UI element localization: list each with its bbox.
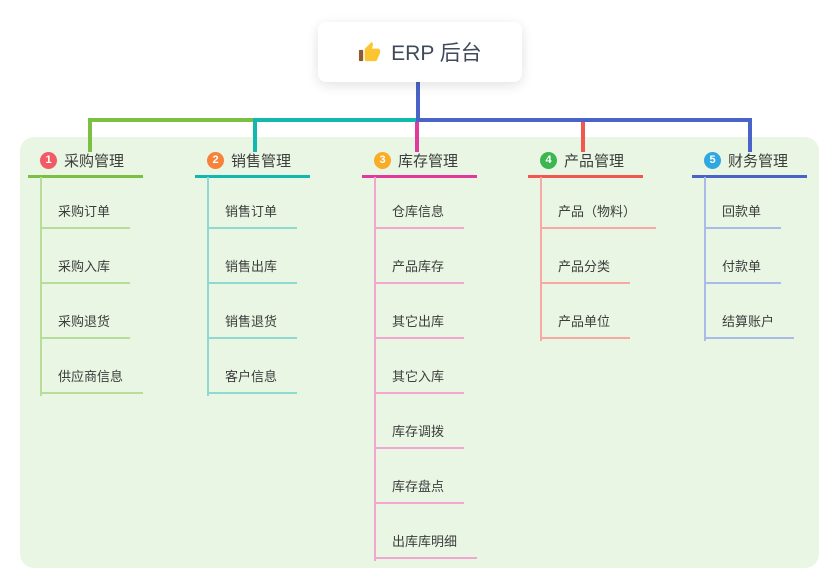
- branch-label: 采购管理: [64, 152, 125, 170]
- child-node[interactable]: 采购退货: [40, 313, 131, 339]
- branch-label: 销售管理: [231, 152, 292, 170]
- branch-label: 库存管理: [398, 152, 459, 170]
- branch-badge: 1: [40, 151, 57, 169]
- child-node[interactable]: 客户信息: [207, 368, 298, 394]
- child-node[interactable]: 销售出库: [207, 258, 298, 284]
- child-node[interactable]: 销售退货: [207, 313, 298, 339]
- branch-child-rail: [207, 177, 209, 396]
- connector-root-stem: [416, 82, 420, 118]
- branch-node-4[interactable]: 4 产品管理: [528, 150, 643, 178]
- connector-horizontal-teal: [253, 118, 420, 122]
- connector-drop-4: [581, 118, 585, 152]
- branches-panel: [20, 137, 819, 568]
- branch-child-rail: [704, 177, 706, 341]
- child-node[interactable]: 其它出库: [374, 313, 465, 339]
- child-node[interactable]: 库存调拨: [374, 423, 465, 449]
- connector-drop-1: [88, 118, 92, 152]
- child-node[interactable]: 供应商信息: [40, 368, 144, 394]
- child-node[interactable]: 采购入库: [40, 258, 131, 284]
- child-node[interactable]: 产品库存: [374, 258, 465, 284]
- child-node[interactable]: 付款单: [704, 258, 782, 284]
- child-node[interactable]: 销售订单: [207, 203, 298, 229]
- connector-drop-5: [748, 118, 752, 152]
- child-node[interactable]: 回款单: [704, 203, 782, 229]
- child-node[interactable]: 仓库信息: [374, 203, 465, 229]
- branch-node-3[interactable]: 3 库存管理: [362, 150, 477, 178]
- connector-horizontal-blue: [416, 118, 752, 122]
- connector-drop-3: [415, 118, 419, 152]
- child-node[interactable]: 其它入库: [374, 368, 465, 394]
- branch-child-rail: [374, 177, 376, 561]
- branch-badge: 3: [374, 151, 391, 169]
- branch-node-2[interactable]: 2 销售管理: [195, 150, 310, 178]
- branch-label: 财务管理: [728, 152, 789, 170]
- branch-child-rail: [540, 177, 542, 341]
- branch-badge: 5: [704, 151, 721, 169]
- child-node[interactable]: 出库库明细: [374, 533, 478, 559]
- thumbs-up-icon: [358, 41, 381, 64]
- root-label: ERP 后台: [391, 42, 482, 65]
- child-node[interactable]: 库存盘点: [374, 478, 465, 504]
- branch-node-5[interactable]: 5 财务管理: [692, 150, 807, 178]
- child-node[interactable]: 产品（物料）: [540, 203, 657, 229]
- connector-drop-2: [253, 118, 257, 152]
- branch-label: 产品管理: [564, 152, 625, 170]
- branch-badge: 4: [540, 151, 557, 169]
- branch-node-1[interactable]: 1 采购管理: [28, 150, 143, 178]
- branch-child-rail: [40, 177, 42, 396]
- child-node[interactable]: 产品单位: [540, 313, 631, 339]
- child-node[interactable]: 产品分类: [540, 258, 631, 284]
- branch-badge: 2: [207, 151, 224, 169]
- child-node[interactable]: 采购订单: [40, 203, 131, 229]
- root-node[interactable]: ERP 后台: [318, 22, 522, 82]
- child-node[interactable]: 结算账户: [704, 313, 795, 339]
- connector-horizontal-green: [88, 118, 257, 122]
